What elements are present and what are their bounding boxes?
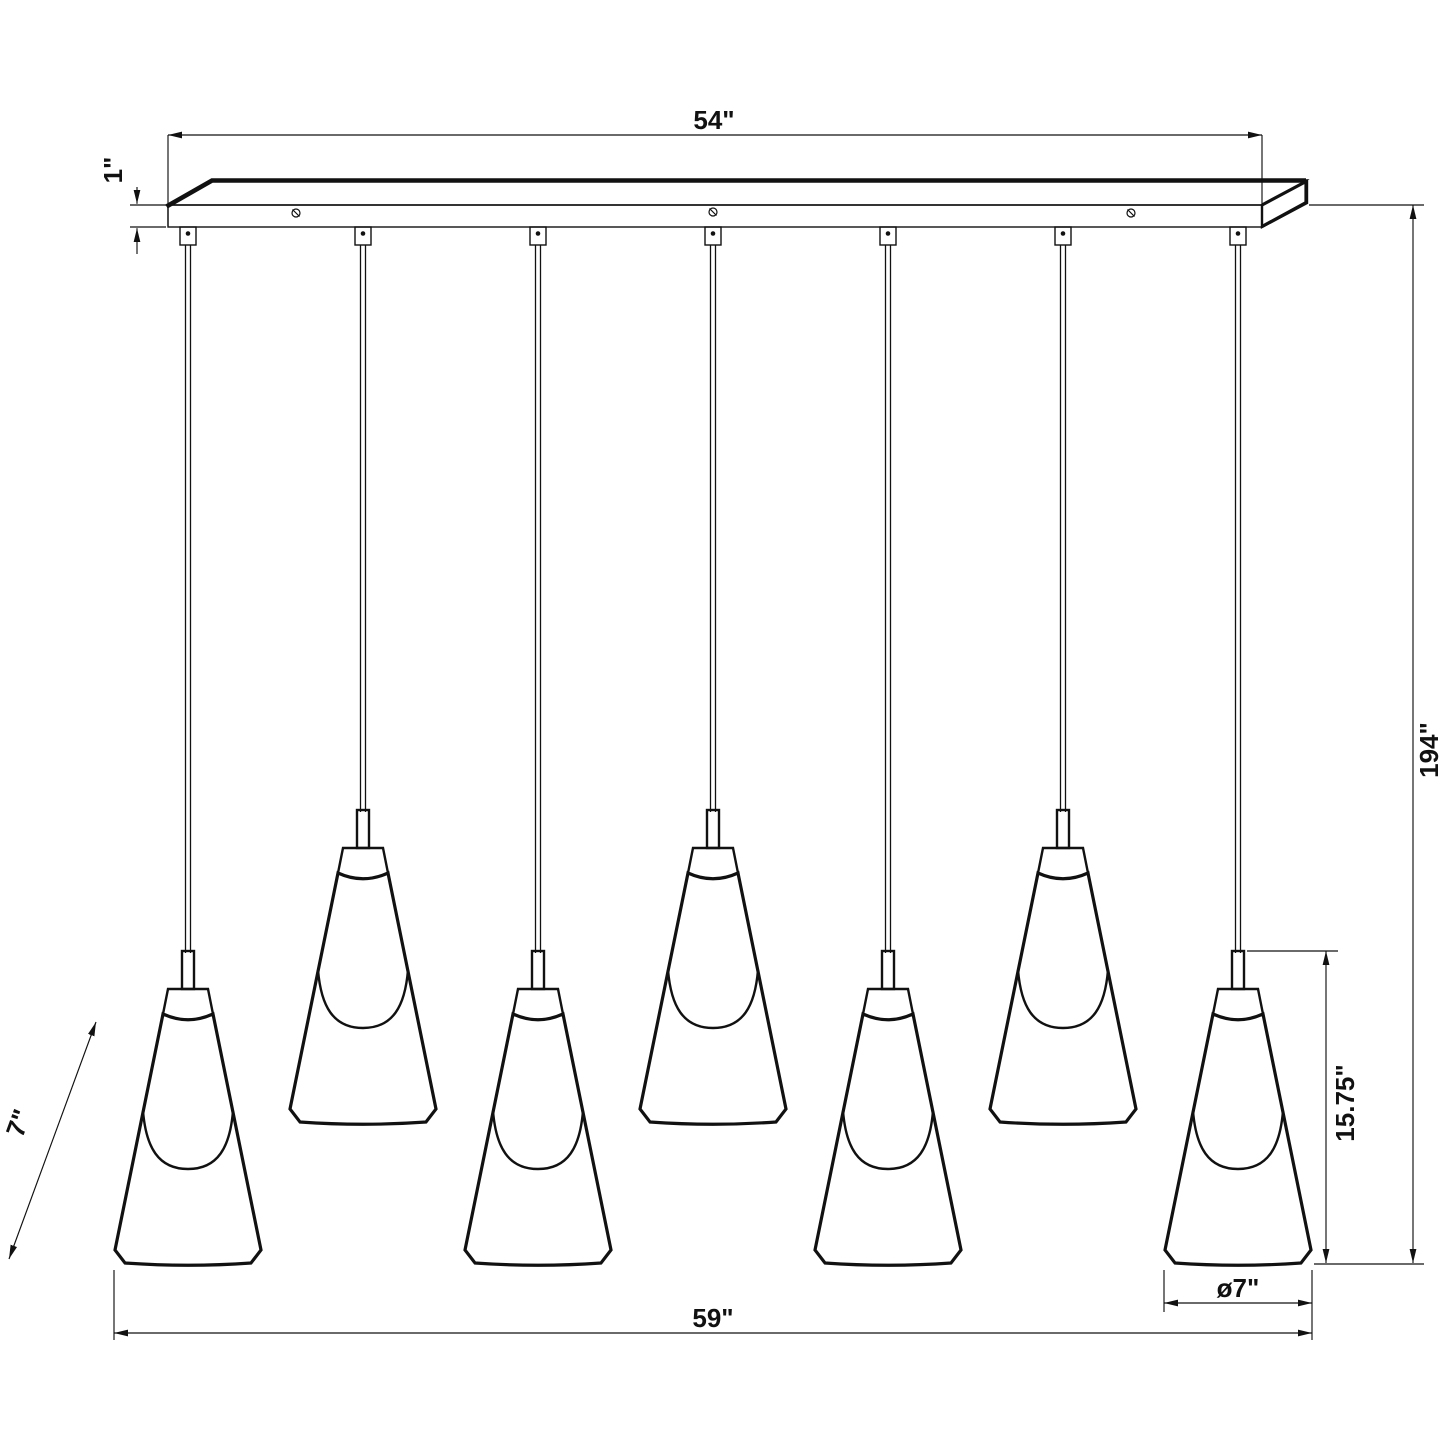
dim-overall-width: 59" <box>113 1270 1312 1340</box>
overall-height-label: 194" <box>1414 722 1444 778</box>
canopy-thickness-label: 1" <box>98 157 128 184</box>
canopy-top-back-edge <box>165 178 1306 209</box>
canopy-length-label: 54" <box>693 105 734 135</box>
overall-width-label: 59" <box>692 1303 733 1333</box>
dim-shade-diameter: ø7" <box>1163 1270 1313 1340</box>
pendant-2 <box>288 245 438 1126</box>
shade-height-label: 15.75" <box>1330 1064 1360 1141</box>
pendant-7 <box>1163 245 1313 1267</box>
cord-grips <box>179 226 1247 246</box>
mounting-screws <box>291 207 1136 218</box>
canopy-end-cap-edges <box>1261 180 1308 228</box>
shade-diameter-label: ø7" <box>1217 1273 1260 1303</box>
canopy-top-face <box>165 179 1310 206</box>
dim-shade-height: 15.75" <box>1247 950 1360 1263</box>
dim-canopy-depth: 7" <box>0 1021 97 1260</box>
canopy-depth-label: 7" <box>0 1105 37 1140</box>
pendant-1 <box>113 245 263 1267</box>
canopy-bar <box>165 178 1310 246</box>
pendant-3 <box>463 245 613 1267</box>
pendant-6 <box>988 245 1138 1126</box>
pendant-4 <box>638 245 788 1126</box>
dim-canopy-thickness: 1" <box>98 157 166 254</box>
pendant-5 <box>813 245 963 1267</box>
pendants <box>113 245 1313 1267</box>
dim-overall-height: 194" <box>1309 204 1444 1265</box>
dim-canopy-length: 54" <box>167 105 1263 226</box>
